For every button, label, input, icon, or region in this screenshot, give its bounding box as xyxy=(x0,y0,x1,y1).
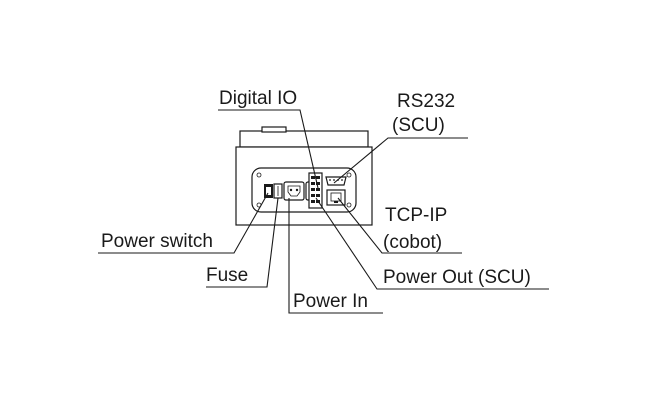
panel-screw xyxy=(256,172,262,178)
label-power-out: Power Out (SCU) xyxy=(383,267,531,288)
power-in-socket-icon xyxy=(283,181,305,201)
panel-screw xyxy=(346,202,352,208)
control-box xyxy=(235,126,373,226)
leader-lines xyxy=(98,109,549,314)
label-rs232: RS232 xyxy=(397,91,455,112)
label-power-switch: Power switch xyxy=(101,231,213,252)
fuse-leader xyxy=(206,197,279,288)
rs232-leader xyxy=(333,137,468,184)
label-digital-io: Digital IO xyxy=(219,88,297,109)
box-lid xyxy=(239,130,369,148)
label-fuse: Fuse xyxy=(206,265,248,286)
labels: Digital IO RS232 (SCU) TCP-IP (cobot) Po… xyxy=(101,88,531,312)
digital-io-leader xyxy=(218,109,319,189)
power-in-leader xyxy=(288,198,383,314)
power-switch-leader xyxy=(98,192,269,254)
lid-handle xyxy=(261,126,287,133)
label-rs232-scu: (SCU) xyxy=(392,115,445,136)
power-out-leader xyxy=(315,197,549,290)
label-tcpip-cobot: (cobot) xyxy=(383,232,442,253)
label-power-in: Power In xyxy=(293,291,368,312)
power-switch-rocker xyxy=(266,187,271,195)
label-tcpip: TCP-IP xyxy=(385,205,447,226)
tcpip-leader xyxy=(337,197,462,254)
digital-io-terminal-icon xyxy=(308,172,323,209)
panel-screw xyxy=(346,172,352,178)
